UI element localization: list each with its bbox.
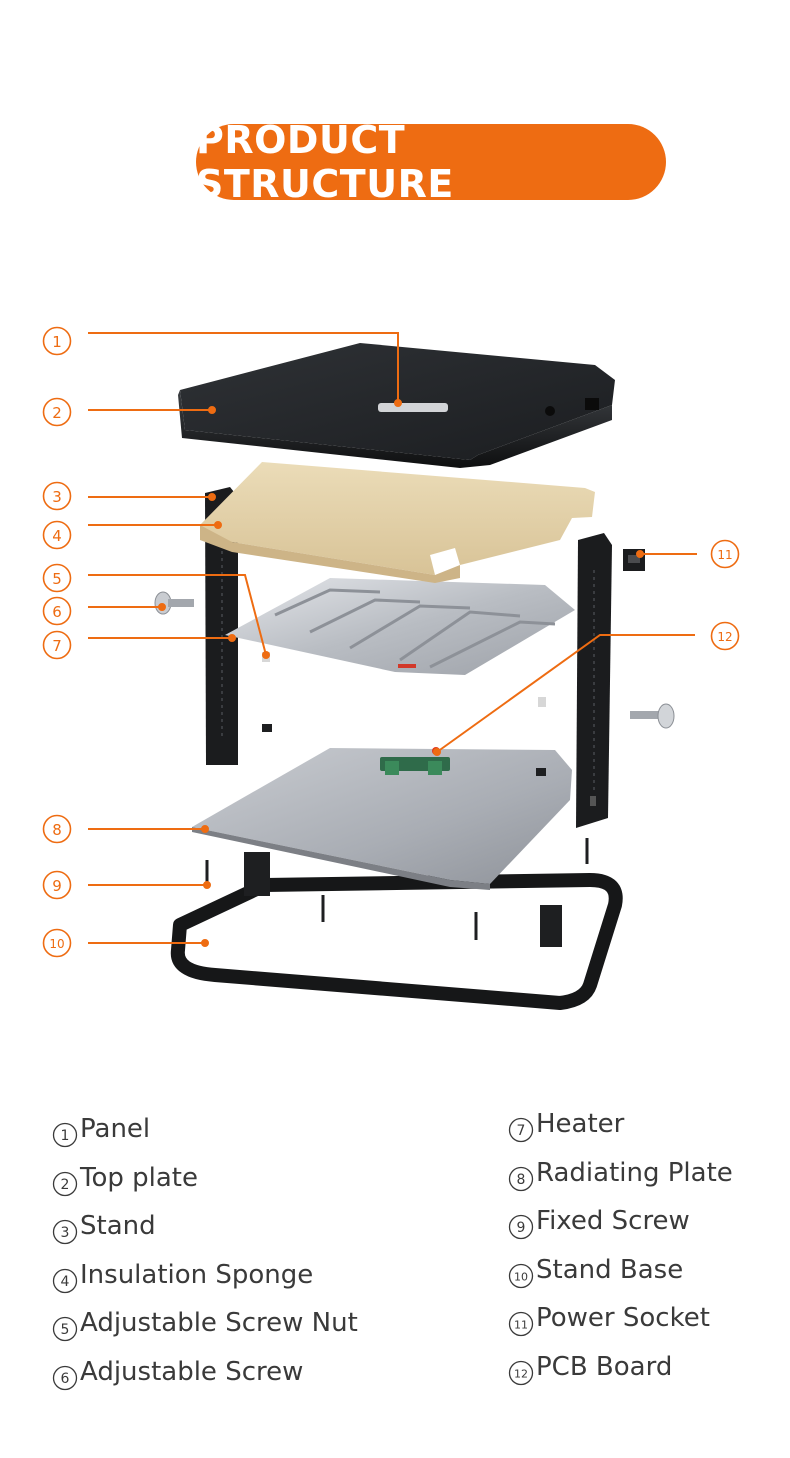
adjustable-screw-nut — [538, 697, 546, 707]
legend-item-insulation-sponge: 4 Insulation Sponge — [52, 1251, 358, 1300]
callout-11: 11 — [710, 539, 740, 569]
legend-label: Heater — [536, 1109, 625, 1139]
svg-text:7: 7 — [52, 637, 62, 655]
svg-text:6: 6 — [61, 1371, 70, 1387]
legend-left: 1 Panel 2 Top plate 3 Stand 4 Insulation Spo… — [52, 1105, 358, 1396]
heater — [225, 578, 575, 675]
legend-label: Panel — [80, 1114, 151, 1144]
legend-number-6: 6 — [52, 1354, 80, 1390]
svg-text:4: 4 — [52, 527, 62, 545]
legend-number-12: 12 — [508, 1349, 536, 1385]
legend-label: Adjustable Screw — [80, 1356, 304, 1387]
legend-number-8: 8 — [508, 1155, 536, 1191]
legend-number-4: 4 — [52, 1257, 80, 1293]
legend-number-10: 10 — [508, 1252, 536, 1288]
callout-7: 7 — [42, 630, 72, 660]
svg-text:1: 1 — [52, 333, 62, 351]
svg-text:10: 10 — [49, 937, 64, 951]
svg-text:9: 9 — [52, 877, 62, 895]
stand-base — [170, 852, 623, 1010]
legend-label: PCB Board — [536, 1351, 673, 1382]
legend-item-stand-base: 10 Stand Base — [508, 1246, 733, 1295]
svg-text:3: 3 — [61, 1225, 70, 1241]
callout-5: 5 — [42, 563, 72, 593]
svg-text:5: 5 — [61, 1322, 70, 1338]
small-clip-right — [536, 768, 546, 776]
callout-1: 1 — [42, 326, 72, 356]
svg-text:8: 8 — [52, 821, 62, 839]
legend-number-1: 1 — [52, 1111, 80, 1148]
svg-text:12: 12 — [717, 630, 732, 644]
svg-text:11: 11 — [717, 548, 732, 562]
svg-text:5: 5 — [52, 570, 62, 588]
legend-item-adjustable-screw: 6 Adjustable Screw — [52, 1348, 358, 1397]
leader-lines — [88, 332, 697, 947]
stand-right — [576, 533, 612, 828]
legend-number-5: 5 — [52, 1305, 80, 1342]
callout-12: 12 — [710, 621, 740, 651]
small-clip-left — [262, 724, 272, 732]
legend-number-9: 9 — [508, 1203, 536, 1240]
stand-left — [205, 487, 238, 765]
legend-item-panel: 1 Panel — [52, 1105, 358, 1154]
legend-label: Fixed Screw — [536, 1206, 690, 1236]
panel — [378, 403, 448, 412]
legend-label: Adjustable Screw Nut — [80, 1308, 358, 1338]
legend-label: Radiating Plate — [536, 1157, 733, 1188]
legend-item-pcb-board: 12 PCB Board — [508, 1343, 733, 1392]
legend-right: 7 Heater 8 Radiating Plate 9 Fixed Screw 10… — [508, 1100, 733, 1391]
svg-text:11: 11 — [514, 1319, 528, 1332]
legend-item-fixed-screw: 9 Fixed Screw — [508, 1197, 733, 1246]
svg-text:1: 1 — [61, 1128, 70, 1144]
legend-item-power-socket: 11 Power Socket — [508, 1294, 733, 1343]
radiating-plate — [192, 748, 572, 890]
exploded-view-diagram: 1 2 3 4 5 6 7 8 9 10 11 12 — [42, 326, 740, 1010]
legend-item-top-plate: 2 Top plate — [52, 1154, 358, 1203]
svg-text:9: 9 — [517, 1220, 526, 1236]
legend-item-stand: 3 Stand — [52, 1202, 358, 1251]
callout-6: 6 — [42, 596, 72, 626]
legend-label: Top plate — [80, 1162, 198, 1193]
svg-text:10: 10 — [514, 1270, 528, 1283]
svg-text:3: 3 — [52, 488, 62, 506]
legend-number-2: 2 — [52, 1160, 80, 1196]
callout-2: 2 — [42, 397, 72, 427]
callout-8: 8 — [42, 814, 72, 844]
page-title: PRODUCT STRUCTURE — [196, 118, 666, 206]
legend-label: Power Socket — [536, 1303, 710, 1333]
insulation-sponge — [200, 462, 595, 583]
svg-text:8: 8 — [517, 1172, 526, 1188]
svg-text:4: 4 — [61, 1274, 70, 1290]
callout-4: 4 — [42, 520, 72, 550]
legend-item-adjustable-screw-nut: 5 Adjustable Screw Nut — [52, 1299, 358, 1348]
legend-item-radiating-plate: 8 Radiating Plate — [508, 1149, 733, 1198]
callout-10: 10 — [42, 928, 72, 958]
legend-item-heater: 7 Heater — [508, 1100, 733, 1149]
callout-9: 9 — [42, 870, 72, 900]
svg-text:2: 2 — [61, 1177, 70, 1193]
svg-text:2: 2 — [52, 404, 62, 422]
svg-text:6: 6 — [52, 603, 62, 621]
legend-number-11: 11 — [508, 1300, 536, 1337]
pcb-board — [380, 747, 450, 775]
legend-label: Stand — [80, 1211, 156, 1241]
legend-number-7: 7 — [508, 1106, 536, 1143]
svg-text:12: 12 — [514, 1367, 528, 1380]
adjustable-screw-right — [630, 703, 675, 729]
legend-label: Stand Base — [536, 1254, 684, 1285]
legend-number-3: 3 — [52, 1208, 80, 1245]
svg-text:7: 7 — [517, 1123, 526, 1139]
legend-label: Insulation Sponge — [80, 1259, 314, 1290]
callout-3: 3 — [42, 481, 72, 511]
